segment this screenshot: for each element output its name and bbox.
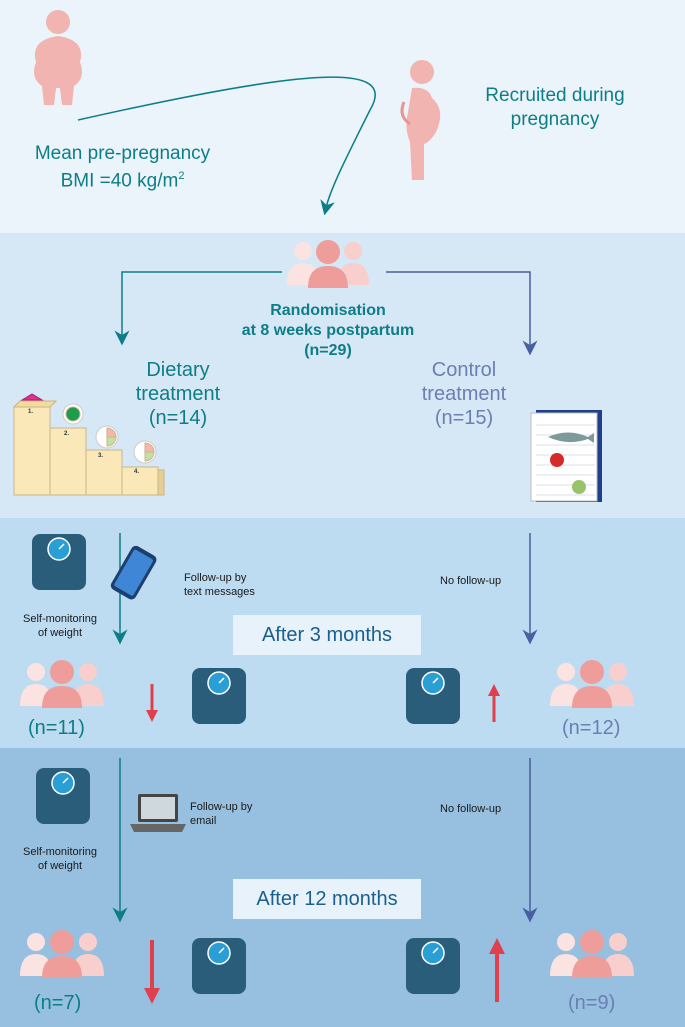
bmi-line2: BMI =40 kg/m2 — [60, 170, 185, 192]
dietary-n: (n=14) — [148, 407, 208, 429]
randomisation-text: Randomisation at 8 weeks postpartum (n=2… — [200, 301, 456, 361]
scale-icon — [406, 668, 460, 724]
step-label: 3. — [98, 453, 104, 459]
group-people-icon — [550, 930, 634, 978]
person-obese-icon — [34, 10, 82, 105]
scale-icon — [32, 534, 86, 590]
branch-line-dietary — [114, 271, 282, 346]
arrow-down-icon — [144, 940, 160, 1004]
no-followup-text: No follow-up — [440, 575, 502, 587]
n-control-3m: (n=12) — [562, 717, 621, 739]
arrow-down-icon — [146, 684, 158, 722]
scale-icon — [192, 938, 246, 994]
recruited-line2: pregnancy — [510, 109, 600, 130]
bmi-text: Mean pre-pregnancy BMI =40 kg/m2 — [15, 143, 230, 192]
branch-line-control — [386, 271, 538, 356]
notebook-icon — [530, 410, 602, 502]
pregnant-woman-icon — [400, 60, 441, 180]
n-diet-12m: (n=7) — [34, 992, 82, 1014]
control-line2: treatment — [421, 383, 507, 405]
control-n: (n=15) — [434, 407, 494, 429]
scale-icon — [406, 938, 460, 994]
arrow-up-icon — [488, 684, 500, 722]
n-diet-3m: (n=11) — [28, 717, 85, 739]
step-label: 2. — [64, 431, 70, 437]
dietary-line2: treatment — [135, 383, 221, 405]
group-people-icon — [550, 660, 634, 708]
randomisation-n: (n=29) — [304, 342, 352, 359]
curved-arrow — [77, 76, 376, 216]
recruited-line1: Recruited during — [485, 85, 625, 106]
followup-text: Follow-up by email — [190, 801, 253, 827]
laptop-icon — [130, 794, 186, 832]
no-followup-text: No follow-up — [440, 803, 502, 815]
n-control-12m: (n=9) — [568, 992, 616, 1014]
step-label: 1. — [28, 409, 34, 415]
randomisation-line2: at 8 weeks postpartum — [241, 322, 415, 339]
control-line1: Control — [431, 359, 497, 381]
self-monitoring-text: Self-monitoring of weight — [23, 846, 97, 872]
randomisation-line1: Randomisation — [270, 302, 386, 319]
phone-icon — [110, 545, 157, 600]
step-label: 4. — [134, 469, 140, 475]
dietary-text: Dietary treatment (n=14) — [118, 358, 238, 430]
stairs-icon — [12, 393, 165, 496]
dietary-line1: Dietary — [146, 359, 210, 381]
control-text: Control treatment (n=15) — [404, 358, 524, 430]
section-recruitment — [0, 0, 685, 233]
scale-icon — [36, 768, 90, 824]
group-people-icon — [20, 930, 104, 978]
recruited-text: Recruited during pregnancy — [465, 84, 645, 132]
self-monitoring-text: Self-monitoring of weight — [23, 613, 97, 639]
bmi-line1: Mean pre-pregnancy — [34, 143, 211, 164]
arrow-up-icon — [489, 938, 505, 1002]
group-people-icon — [287, 240, 369, 288]
followup-text: Follow-up by text messages — [184, 572, 255, 598]
after-12-months-label: After 12 months — [233, 879, 421, 919]
scale-icon — [192, 668, 246, 724]
group-people-icon — [20, 660, 104, 708]
after-3-months-label: After 3 months — [233, 615, 421, 655]
